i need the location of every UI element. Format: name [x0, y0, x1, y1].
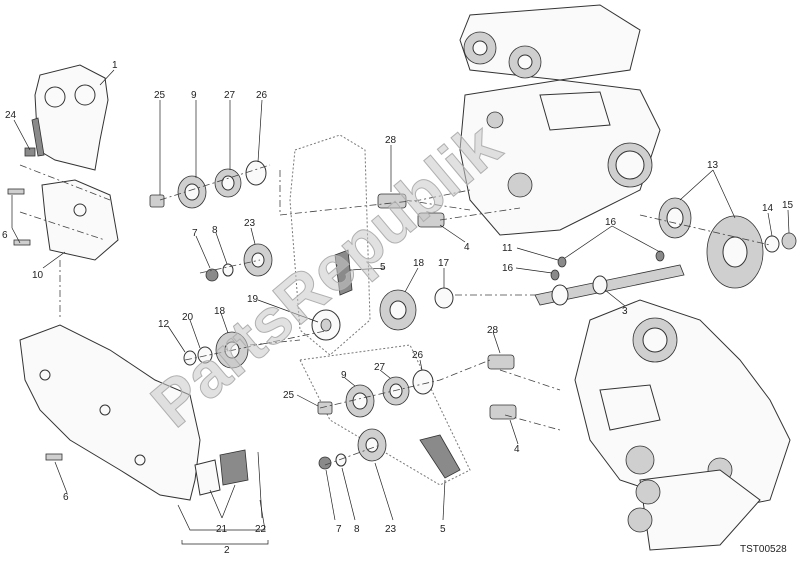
part-label[interactable]: 1: [112, 60, 118, 71]
part-label[interactable]: 17: [438, 258, 450, 269]
screw-6-lower: [45, 453, 63, 461]
nut-7-lower: [318, 456, 332, 470]
part-label[interactable]: 15: [782, 200, 794, 211]
camshaft-lower-assembly: [627, 469, 761, 551]
part-label[interactable]: 21: [216, 524, 228, 535]
idler-23-lower: [357, 428, 387, 462]
assembly-centerlines: [19, 164, 771, 466]
part-label[interactable]: 16: [502, 263, 514, 274]
cylinder-head-upper: [459, 4, 661, 236]
camshaft-3: [534, 264, 685, 306]
belt-segment-5-upper: [334, 249, 353, 296]
bearing-27-upper: [214, 168, 242, 198]
keys-16: [550, 250, 665, 281]
part-label[interactable]: 24: [5, 110, 17, 121]
part-label[interactable]: 12: [158, 319, 170, 330]
cam-gear-upper-right: [508, 45, 542, 79]
part-label[interactable]: 27: [374, 362, 386, 373]
part-label[interactable]: 18: [214, 306, 226, 317]
part-label[interactable]: 7: [192, 228, 198, 239]
part-label[interactable]: 16: [605, 217, 617, 228]
belt-segment-5-lower: [419, 434, 461, 479]
bolt-4-lower: [489, 404, 517, 420]
gear-18-mid: [379, 289, 417, 331]
timing-belt-lower: [299, 344, 471, 486]
screw-25-upper: [149, 194, 165, 208]
part-label[interactable]: 13: [707, 160, 719, 171]
part-label[interactable]: 18: [413, 258, 425, 269]
part-label[interactable]: 28: [385, 135, 397, 146]
stud-28-lower: [487, 354, 515, 370]
part-label[interactable]: 26: [256, 90, 268, 101]
part-label[interactable]: 28: [487, 325, 499, 336]
drawing-code: TST00528: [740, 544, 787, 555]
part-label[interactable]: 14: [762, 203, 774, 214]
bolt-4-upper: [417, 212, 445, 228]
part-label[interactable]: 20: [182, 312, 194, 323]
part-label[interactable]: 19: [247, 294, 259, 305]
part-label[interactable]: 4: [514, 444, 520, 455]
part-label[interactable]: 7: [336, 524, 342, 535]
part-label[interactable]: 9: [191, 90, 197, 101]
part-label[interactable]: 23: [385, 524, 397, 535]
part-label[interactable]: 2: [224, 545, 230, 556]
watermark-text: PartsRepublik: [138, 109, 514, 441]
cover-gasket-parts: [194, 449, 249, 496]
washer-8-upper: [222, 263, 234, 277]
part-labels: 1 24 5 6 10 25 9 27 26 28 23 7 8 4 18 17…: [2, 60, 794, 556]
stud-28-upper: [377, 193, 407, 209]
timing-cover-lower: [19, 324, 201, 501]
nut-7-upper: [205, 268, 219, 282]
timing-cover-mid: [41, 179, 119, 261]
timing-cover-upper: [31, 64, 109, 171]
part-label[interactable]: 25: [283, 390, 295, 401]
bearing-27-lower: [382, 376, 410, 406]
gear-13-small: [658, 197, 692, 239]
part-label[interactable]: 6: [2, 230, 8, 241]
part-label[interactable]: 22: [255, 524, 267, 535]
part-label[interactable]: 5: [440, 524, 446, 535]
part-label[interactable]: 27: [224, 90, 236, 101]
part-label[interactable]: 3: [622, 306, 628, 317]
part-label[interactable]: 4: [464, 242, 470, 253]
screw-25-lower: [317, 401, 333, 415]
part-label[interactable]: 9: [341, 370, 347, 381]
screw-6-upper: [7, 188, 31, 246]
group-bracket: [181, 540, 269, 545]
washer-8-lower: [335, 453, 347, 467]
ring-26-lower: [412, 369, 434, 395]
part-label[interactable]: 10: [32, 270, 44, 281]
part-label[interactable]: 6: [63, 492, 69, 503]
leader-lines: [11, 69, 790, 531]
pulley-9-lower: [345, 384, 375, 418]
washer-20: [197, 346, 213, 364]
cam-gear-upper-left: [463, 31, 497, 65]
part-label[interactable]: 5: [380, 262, 386, 273]
idler-23-upper: [243, 243, 273, 277]
gear-13-large: [706, 215, 764, 289]
part-label[interactable]: 25: [154, 90, 166, 101]
pulley-9-upper: [177, 175, 207, 209]
part-label[interactable]: 8: [212, 225, 218, 236]
part-label[interactable]: 23: [244, 218, 256, 229]
timing-belt-upper: [289, 134, 371, 356]
watermark: PartsRepublik: [137, 108, 514, 441]
spacer-17: [434, 287, 454, 309]
ring-26-upper: [245, 160, 267, 186]
part-label[interactable]: 11: [502, 243, 513, 254]
clip-24: [24, 147, 36, 157]
part-label[interactable]: 8: [354, 524, 360, 535]
part-label[interactable]: 26: [412, 350, 424, 361]
nut-15: [781, 232, 797, 250]
